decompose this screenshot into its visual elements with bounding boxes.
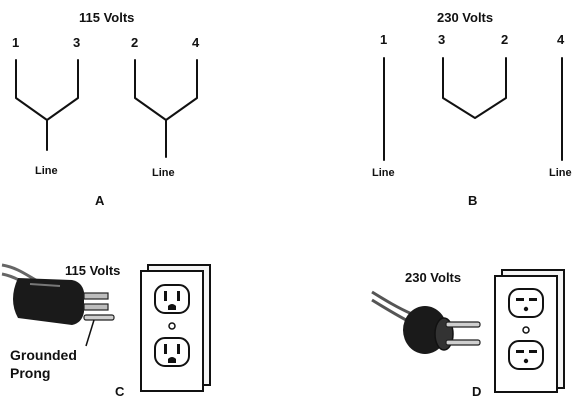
diagram-c-plug (1, 263, 115, 347)
diagram-b-wires (383, 57, 563, 161)
wire-pair-2-4 (134, 59, 198, 158)
diagram-d-plug (371, 290, 481, 354)
panel-label-b: B (468, 193, 478, 208)
diagram-d-title: 230 Volts (405, 270, 462, 285)
panel-label-a: A (95, 193, 105, 208)
line-label: Line (152, 167, 175, 179)
grounded-prong-label: Grounded (10, 347, 77, 363)
diagram-a-wires (15, 59, 198, 158)
grounded-prong-label: Prong (10, 365, 51, 381)
terminal-label: 1 (12, 35, 20, 50)
panel-label-d: D (472, 384, 482, 398)
wire-jumper-3-2 (442, 57, 507, 119)
diagram-a-title: 115 Volts (79, 10, 135, 25)
diagram-c-title: 115 Volts (65, 263, 121, 278)
line-label: Line (35, 165, 58, 177)
panel-label-c: C (115, 384, 125, 398)
terminal-label: 2 (131, 35, 139, 50)
diagram-b-title: 230 Volts (437, 10, 494, 25)
line-label: Line (372, 167, 395, 179)
wire-pair-1-3 (15, 59, 79, 151)
outlet-d (494, 269, 565, 393)
terminal-label: 2 (501, 32, 509, 47)
line-label: Line (549, 167, 572, 179)
terminal-label: 4 (192, 35, 200, 50)
terminal-label: 1 (380, 32, 388, 47)
outlet-c (140, 264, 211, 392)
terminal-label: 3 (438, 32, 446, 47)
terminal-label: 3 (73, 35, 81, 50)
terminal-label: 4 (557, 32, 565, 47)
